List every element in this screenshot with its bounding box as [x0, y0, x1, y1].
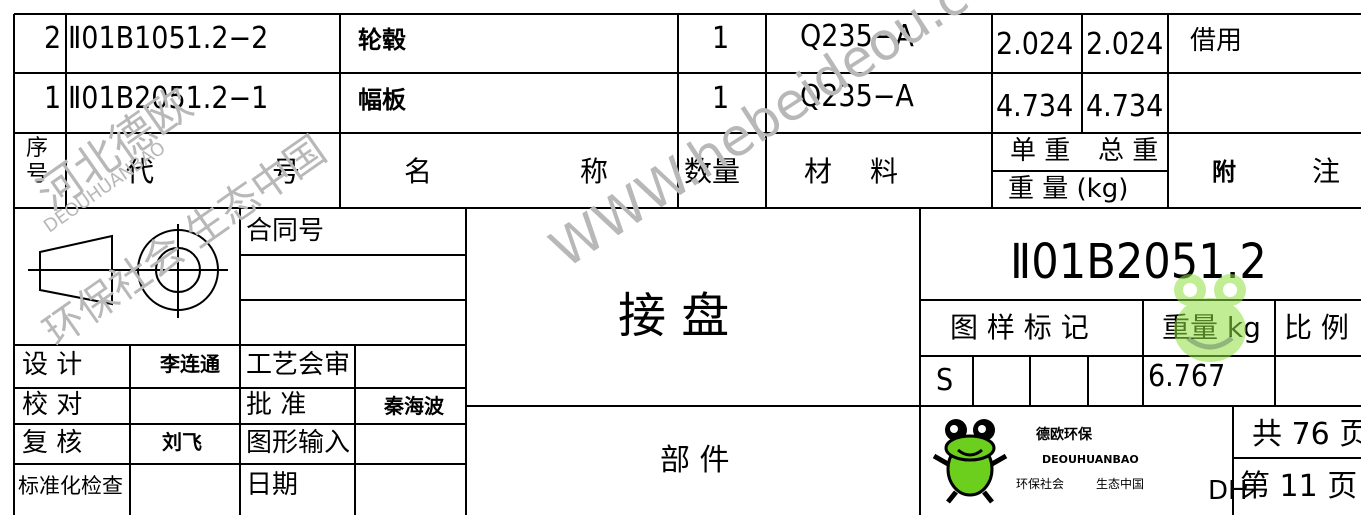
- contract-number-label: 合同号: [246, 216, 325, 246]
- signature-role: 复 核: [22, 428, 83, 458]
- logo-brand-cn: 德欧环保: [1036, 427, 1092, 443]
- header-code: 代: [126, 155, 155, 188]
- header-seq: 号: [26, 162, 49, 187]
- logo-slogan-left: 环保社会: [1016, 477, 1065, 491]
- header-name: 名: [404, 155, 433, 188]
- header-name: 称: [580, 155, 609, 188]
- drawing-title: 接 盘: [618, 288, 730, 344]
- page-number: 第 11 页: [1240, 469, 1358, 504]
- header-material: 材: [804, 155, 833, 188]
- frog-watermark-icon: [1174, 274, 1246, 362]
- row-name: 幅板: [358, 86, 406, 114]
- logo-brand-en: DEOUHUANBAO: [1042, 453, 1139, 466]
- row-qty: 1: [712, 21, 730, 56]
- signature-name: 李连通: [160, 352, 220, 376]
- approval-role: 批 准: [246, 390, 307, 420]
- total-pages: 共 76 页: [1252, 417, 1361, 452]
- approval-role: 图形输入: [246, 428, 351, 458]
- page-prefix: DH: [1208, 476, 1248, 506]
- header-total-weight: 总 重: [1098, 136, 1159, 166]
- signature-role: 校 对: [22, 390, 83, 420]
- signature-role: 设 计: [22, 350, 83, 380]
- drawing-subtitle: 部 件: [660, 443, 730, 478]
- row-code: Ⅱ01B1051.2−2: [68, 21, 269, 56]
- header-material: 料: [870, 155, 899, 188]
- approval-role: 日期: [246, 470, 299, 500]
- header-code: 号: [272, 155, 301, 188]
- frog-logo-icon: [932, 419, 1008, 504]
- row-remark: 借用: [1190, 26, 1243, 56]
- approval-role: 工艺会审: [246, 350, 351, 380]
- row-unit-weight: 2.024: [996, 27, 1074, 62]
- row-material: Q235−A: [800, 79, 914, 114]
- header-remark: 注: [1312, 155, 1341, 188]
- approval-name: 秦海波: [384, 394, 444, 418]
- row-seq: 2: [44, 21, 62, 56]
- row-name: 轮毂: [358, 26, 406, 54]
- row-qty: 1: [712, 81, 730, 116]
- signature-role: 标准化检查: [18, 474, 123, 498]
- header-qty: 数量: [684, 155, 741, 188]
- weight-value: 6.767: [1148, 359, 1226, 394]
- scale-label: 比 例: [1284, 311, 1349, 344]
- projection-symbol-icon: [28, 224, 228, 318]
- header-weight-unit: 重 量 (kg): [1008, 174, 1129, 204]
- mark-value: S: [936, 363, 954, 398]
- row-code: Ⅱ01B2051.2−1: [68, 81, 269, 116]
- row-seq: 1: [44, 81, 62, 116]
- mark-label: 图 样 标 记: [950, 311, 1089, 344]
- header-unit-weight: 单 重: [1010, 136, 1071, 166]
- row-total-weight: 4.734: [1086, 89, 1164, 124]
- signature-name: 刘飞: [162, 430, 202, 454]
- header-seq: 序: [26, 136, 49, 161]
- row-material: Q235−A: [800, 19, 914, 54]
- row-total-weight: 2.024: [1086, 27, 1164, 62]
- header-remark: 附: [1212, 158, 1236, 186]
- logo-slogan-right: 生态中国: [1096, 477, 1145, 491]
- row-unit-weight: 4.734: [996, 89, 1074, 124]
